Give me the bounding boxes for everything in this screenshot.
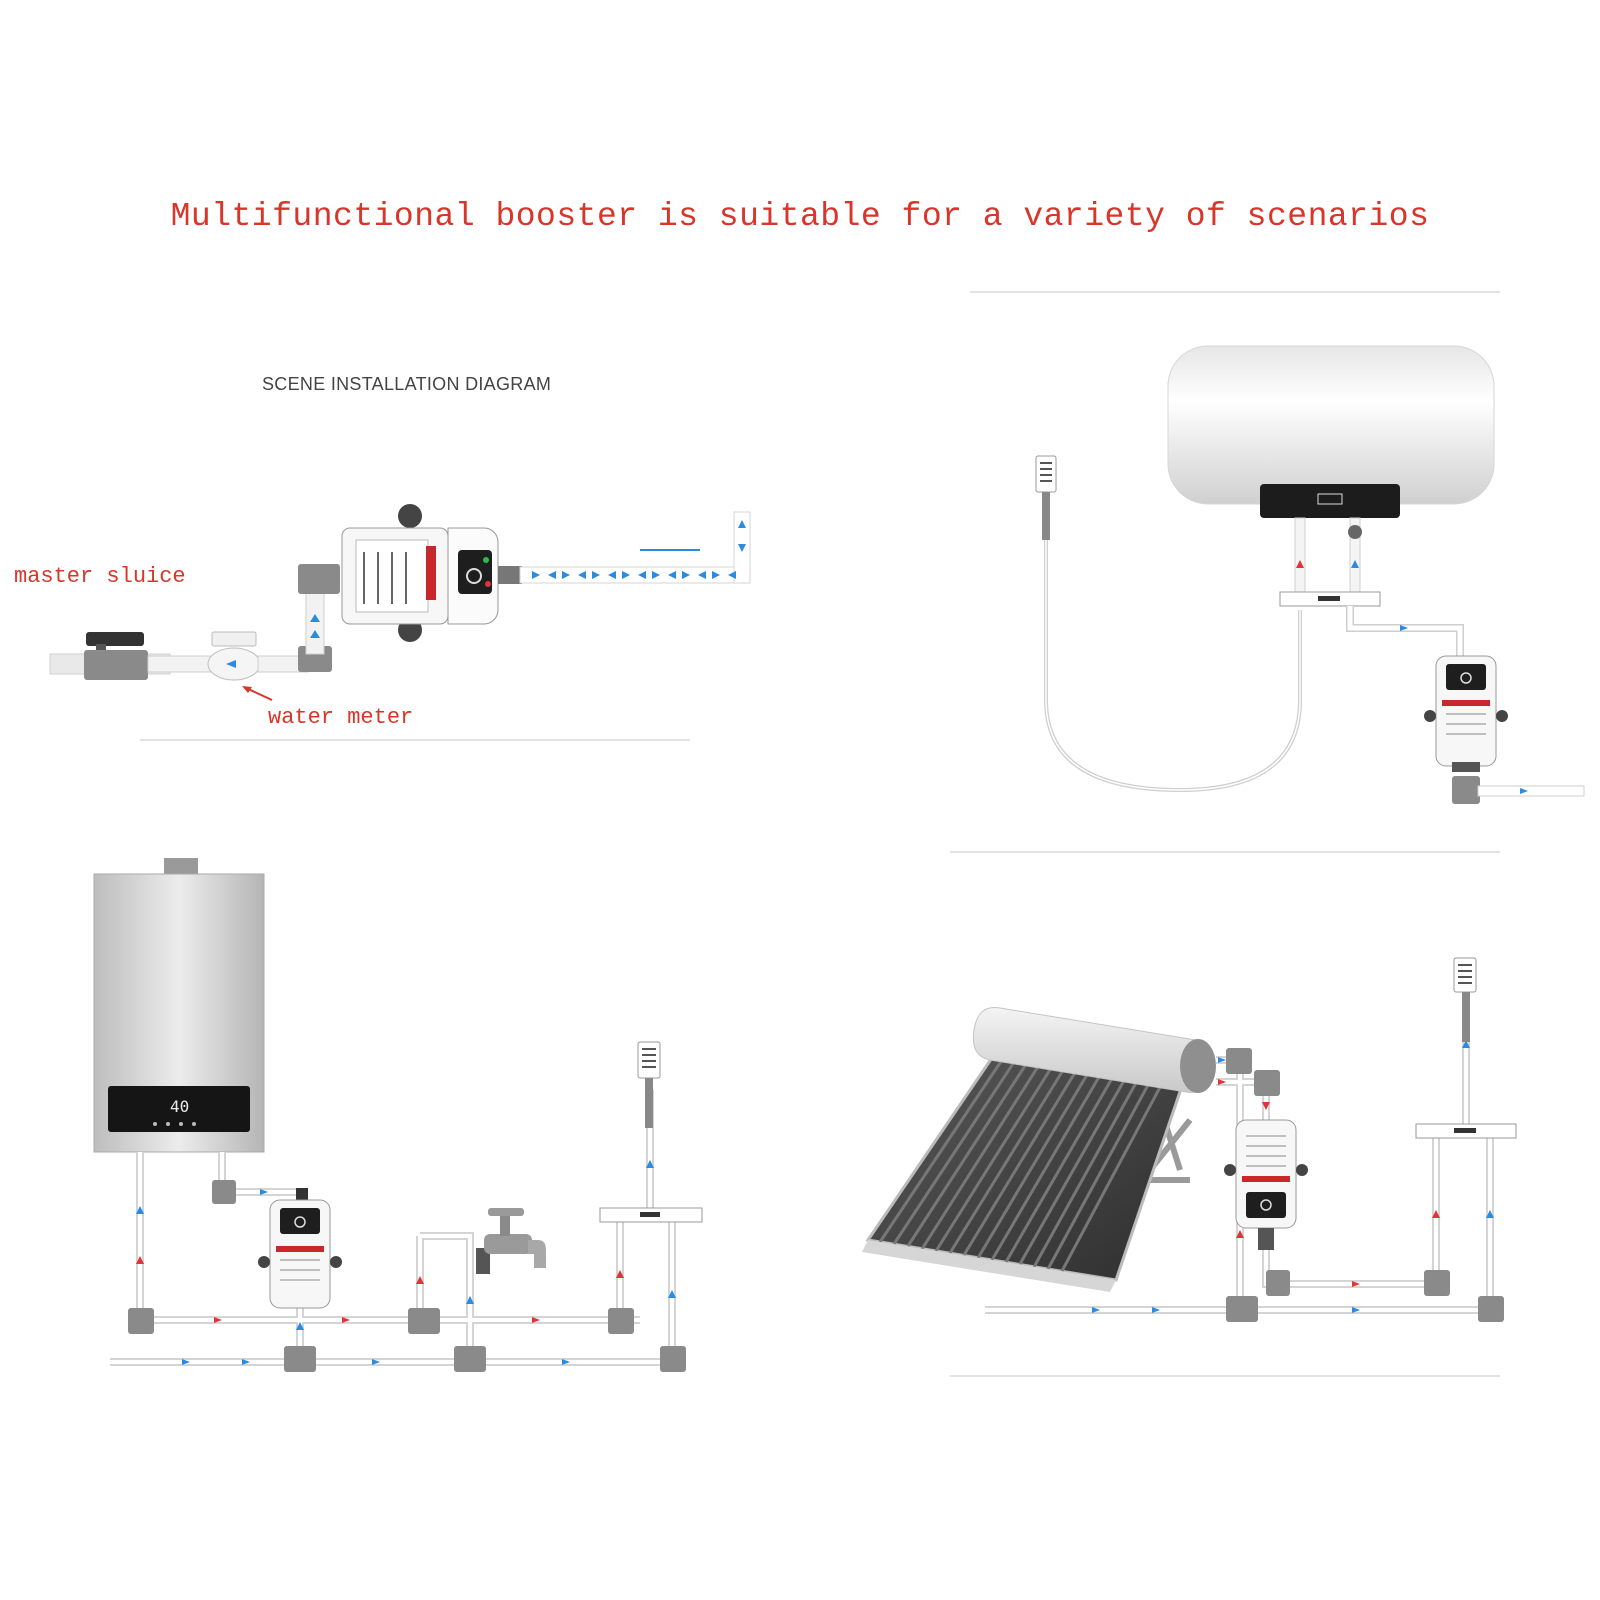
shower-head-icon (1035, 455, 1057, 540)
booster-pump-icon (1424, 655, 1508, 772)
shower-head-icon (637, 1041, 661, 1128)
valve-icon (84, 632, 148, 680)
water-meter-label: water meter (268, 705, 414, 730)
section-dividers (140, 291, 1500, 1377)
scene-1-main-line (49, 504, 751, 701)
master-sluice-label: master sluice (14, 564, 186, 589)
booster-pump-icon (258, 1188, 342, 1309)
scene-2-electric-heater (1035, 345, 1585, 804)
booster-pump-icon (1224, 1119, 1308, 1250)
scene-3-gas-boiler: 40 (93, 858, 703, 1372)
electric-water-heater-icon (1167, 345, 1495, 518)
faucet-icon (476, 1208, 546, 1274)
solar-heater-icon (862, 1006, 1216, 1292)
shower-head-icon (1453, 957, 1477, 1042)
water-meter-icon (207, 631, 261, 681)
scene-installation-title: SCENE INSTALLATION DIAGRAM (262, 374, 552, 394)
page-headline: Multifunctional booster is suitable for … (170, 198, 1430, 235)
gas-water-heater-icon: 40 (93, 858, 265, 1153)
scene-4-solar-heater (862, 957, 1517, 1322)
boiler-display: 40 (170, 1097, 189, 1116)
booster-pump-icon (341, 504, 522, 642)
